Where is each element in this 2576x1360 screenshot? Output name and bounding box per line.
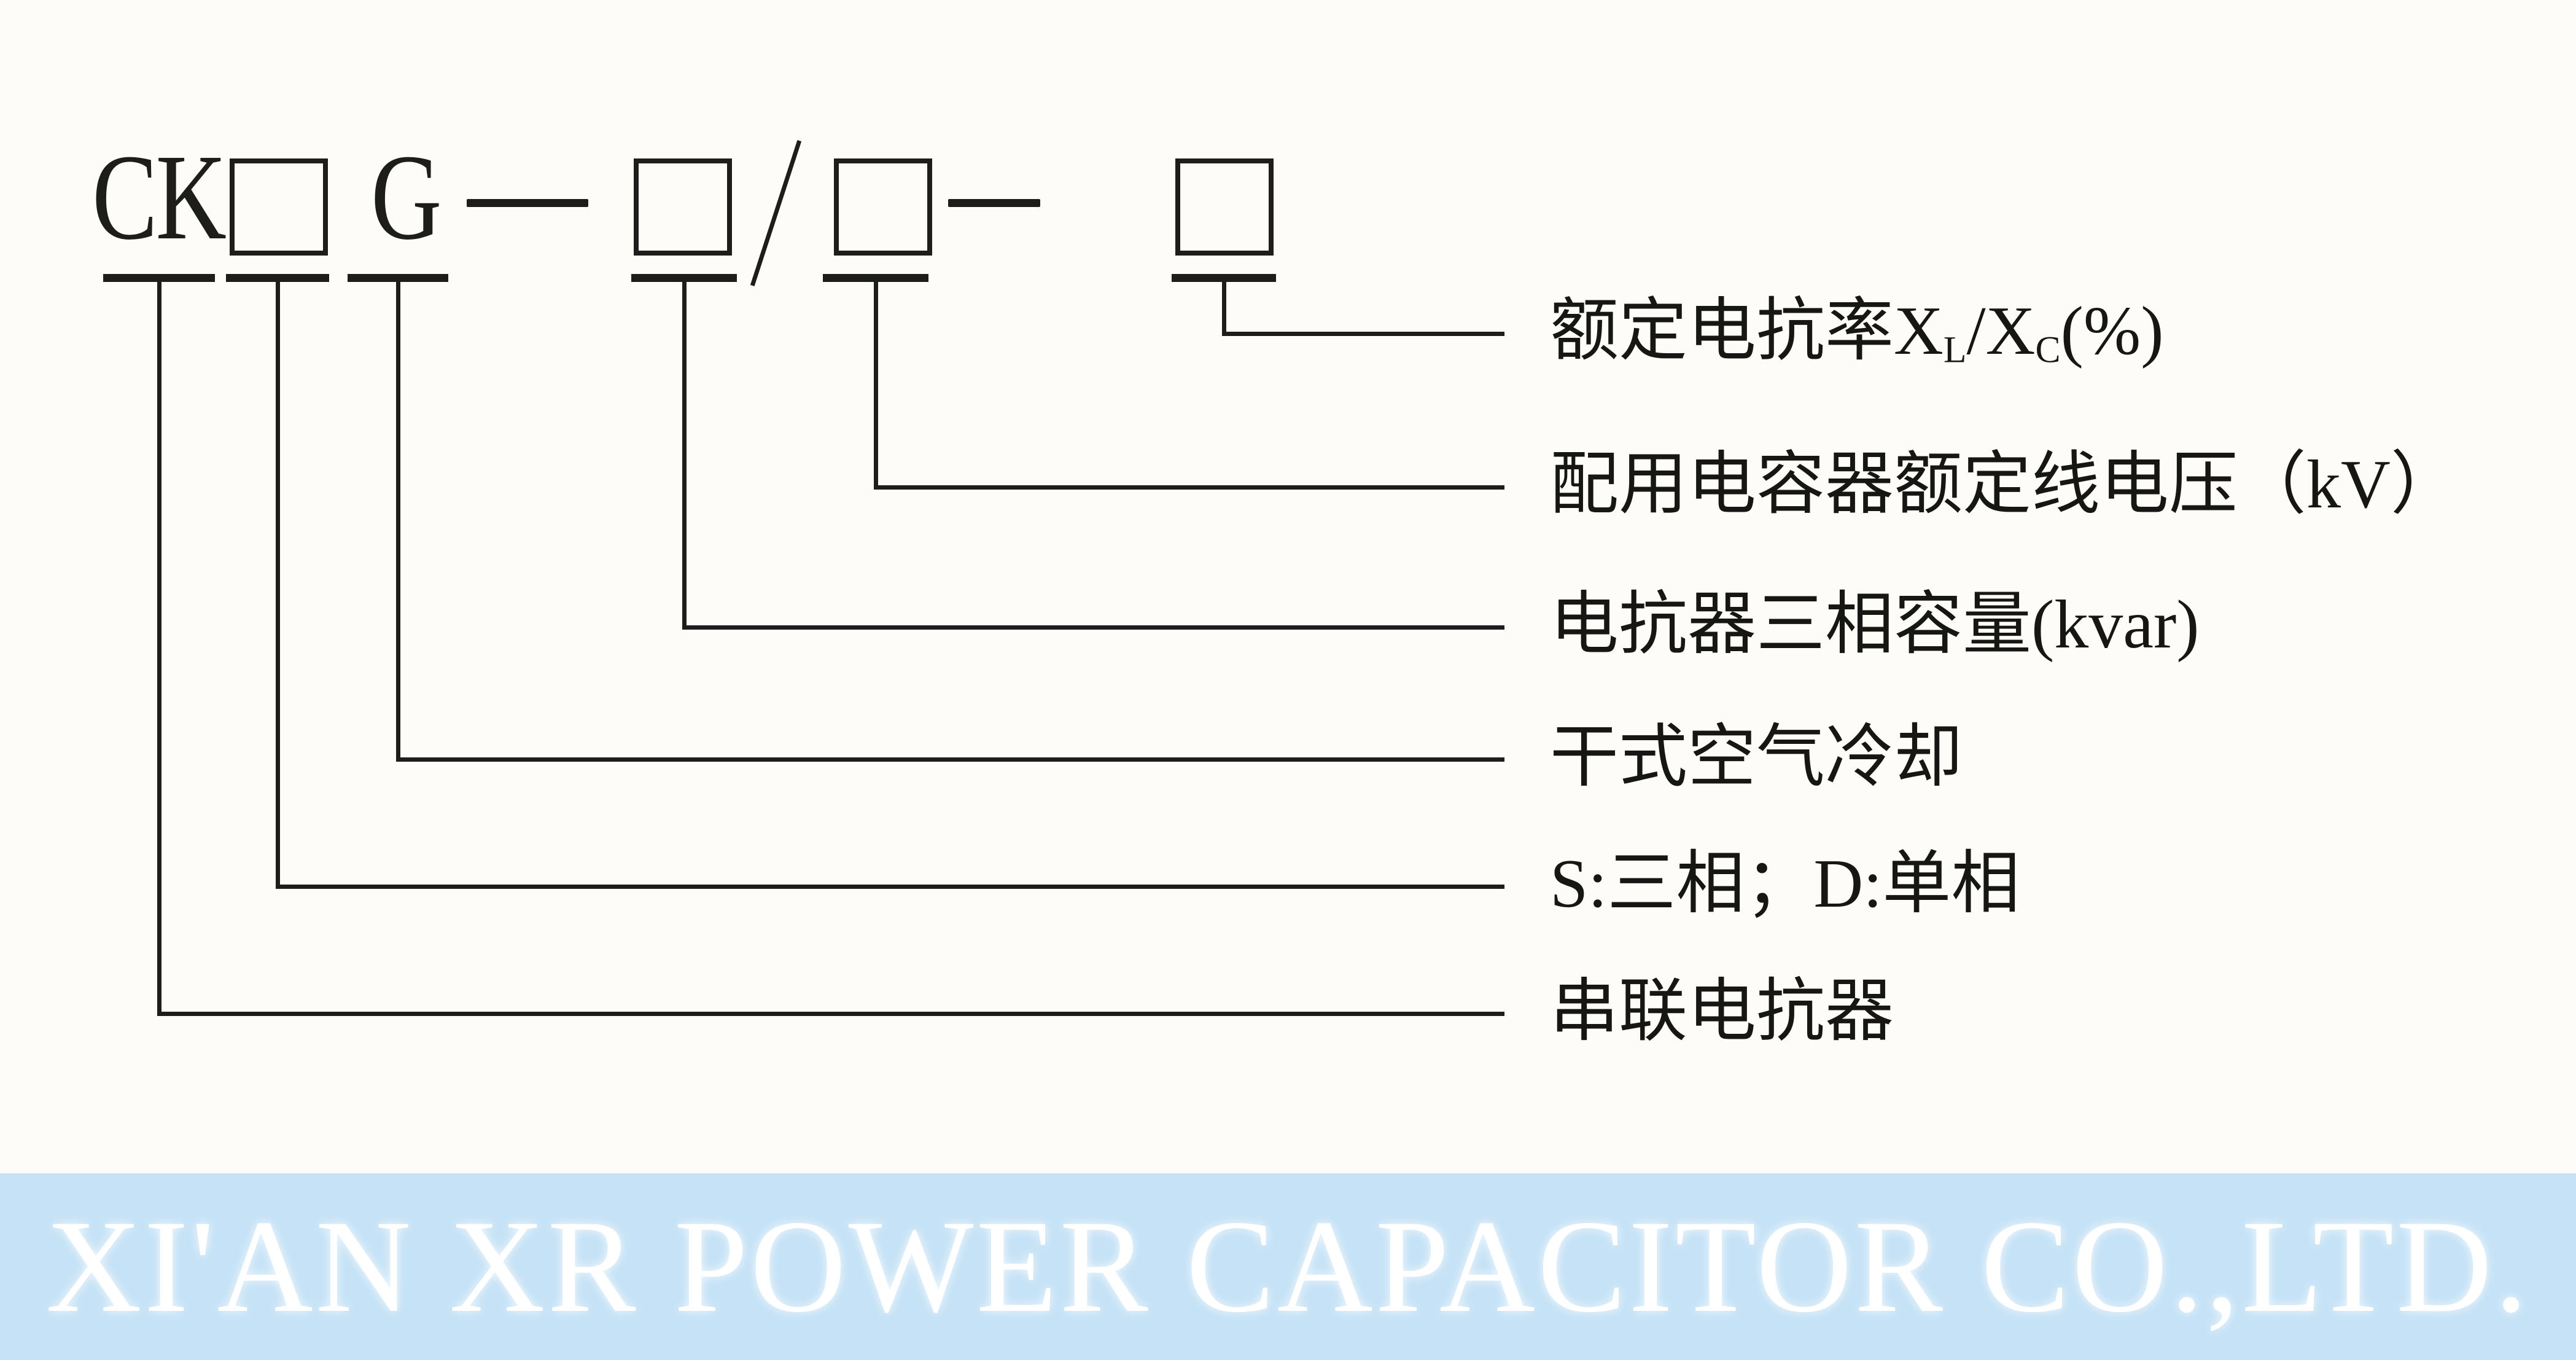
- callout-line-vertical-voltage: [874, 278, 878, 490]
- reactance-rate-text-post: (%): [2060, 293, 2164, 369]
- company-banner: XI'AN XR POWER CAPACITOR CO.,LTD.: [0, 1173, 2576, 1360]
- tick-mark-voltage-box: [823, 274, 928, 282]
- model-code-cooling-letter: G: [371, 130, 442, 265]
- callout-line-horizontal-reactance-rate: [1222, 332, 1504, 336]
- placeholder-box-voltage: [834, 158, 932, 256]
- subscript-c: C: [2035, 329, 2061, 371]
- callout-label-phase-designation: S:三相；D:单相: [1550, 846, 2020, 922]
- callout-label-rated-reactance-rate: 额定电抗率XL/XC(%): [1550, 290, 2164, 391]
- callout-line-vertical-reactance-rate: [1222, 278, 1226, 336]
- callout-label-capacitor-rated-line-voltage: 配用电容器额定线电压（kV）: [1550, 447, 2459, 523]
- dash-separator-1: [467, 199, 588, 207]
- tick-mark-cooling-letter: [348, 274, 448, 282]
- model-code-prefix: CK: [92, 130, 227, 265]
- callout-line-horizontal-series-reactor: [157, 1012, 1504, 1016]
- slash-separator: [750, 139, 802, 287]
- subscript-l: L: [1943, 329, 1967, 371]
- callout-label-reactor-three-phase-capacity: 电抗器三相容量(kvar): [1550, 587, 2200, 663]
- placeholder-box-capacity: [634, 158, 732, 256]
- callout-line-vertical-cooling: [396, 278, 400, 762]
- placeholder-box-reactance-rate: [1175, 158, 1274, 256]
- callout-line-vertical-series-reactor: [157, 278, 161, 1016]
- callout-label-dry-air-cooling: 干式空气冷却: [1550, 719, 1963, 795]
- callout-line-vertical-capacity: [682, 278, 687, 630]
- company-name: XI'AN XR POWER CAPACITOR CO.,LTD.: [45, 1193, 2531, 1340]
- dash-separator-2: [948, 199, 1040, 207]
- tick-mark-phase-box: [226, 274, 329, 282]
- callout-line-horizontal-capacity: [682, 625, 1504, 630]
- reactance-rate-text-mid: /X: [1966, 293, 2036, 369]
- tick-mark-prefix: [103, 274, 215, 282]
- callout-label-series-reactor: 串联电抗器: [1550, 974, 1894, 1050]
- callout-line-vertical-phase: [276, 278, 280, 889]
- callout-line-horizontal-phase: [276, 885, 1504, 889]
- reactance-rate-text-pre: 额定电抗率X: [1550, 293, 1944, 369]
- tick-mark-capacity-box: [631, 274, 737, 282]
- placeholder-box-phase: [230, 158, 328, 256]
- callout-line-horizontal-voltage: [874, 485, 1504, 490]
- callout-line-horizontal-cooling: [396, 757, 1504, 762]
- tick-mark-reactance-box: [1172, 274, 1276, 282]
